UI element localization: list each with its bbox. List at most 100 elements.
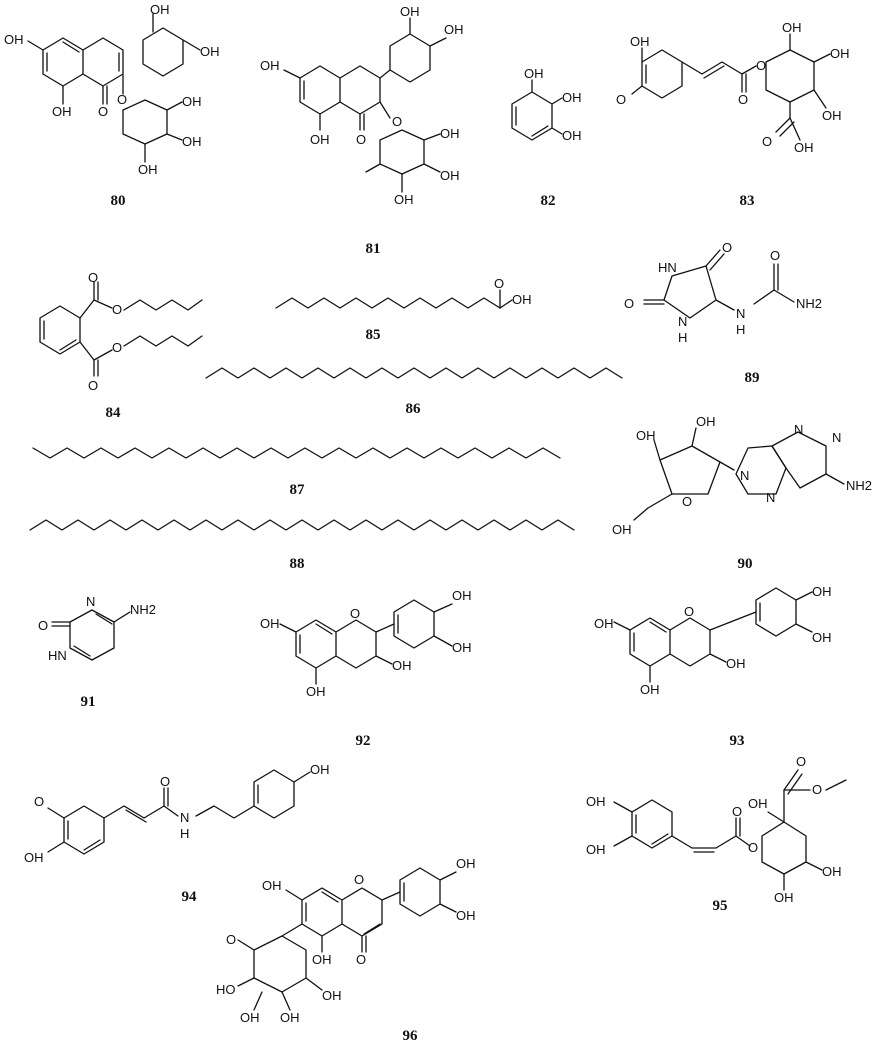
atom-label: HN [48, 648, 67, 663]
structure-90 [633, 427, 845, 521]
atom-label: O [112, 302, 122, 317]
atom-label: OH [640, 682, 660, 697]
atom-label: OH [812, 584, 832, 599]
atom-label: O [112, 340, 122, 355]
structure-85 [275, 297, 501, 309]
atom-label: NH2 [796, 296, 822, 311]
atom-label: OH [312, 952, 332, 967]
atom-label: O [226, 932, 236, 947]
atom-label: HO [216, 982, 236, 997]
compound-id-85: 85 [366, 327, 381, 343]
compound-id-92: 92 [356, 733, 371, 749]
structure-96 [237, 867, 457, 1011]
atom-label: O [812, 782, 822, 797]
atom-label: OH [440, 168, 460, 183]
atom-label: OH [636, 428, 656, 443]
atom-label: O [356, 952, 366, 967]
atom-label: OH [392, 658, 412, 673]
atom-label: OH [262, 878, 282, 893]
structure-82 [511, 79, 563, 141]
atom-label: O [88, 378, 98, 393]
atom-label: OH [280, 1010, 300, 1025]
atom-label: O [624, 296, 634, 311]
atom-label: N [736, 306, 745, 321]
atom-label: N [740, 468, 749, 483]
atom-label: O [722, 240, 732, 255]
atom-label: O [34, 794, 44, 809]
compound-id-96: 96 [403, 1028, 419, 1044]
atom-label: OH [748, 796, 768, 811]
atom-label: OH [260, 58, 280, 73]
atom-label: OH [822, 108, 842, 123]
atom-label: OH [400, 4, 420, 19]
structure-83 [631, 33, 831, 141]
atom-label: OH [150, 2, 170, 17]
compound-id-89: 89 [745, 370, 760, 386]
atom-label: OH [562, 90, 582, 105]
atom-label: O [160, 774, 170, 789]
compound-id-83: 83 [740, 193, 755, 209]
atom-label: OH [260, 616, 280, 631]
atom-label: NH2 [130, 602, 156, 617]
atom-label: OH [444, 22, 464, 37]
atom-label: H [678, 330, 687, 345]
atom-label: O [748, 840, 758, 855]
atom-label: OH [200, 44, 220, 59]
compound-id-95: 95 [713, 898, 728, 914]
atom-label: O [770, 248, 780, 263]
atom-label: O [684, 604, 694, 619]
atom-label: OH [182, 134, 202, 149]
atom-label: OH [512, 292, 532, 307]
atom-label: OH [830, 46, 850, 61]
compound-id-82: 82 [541, 193, 556, 209]
atom-label: O [762, 134, 772, 149]
atom-label: H [180, 826, 189, 841]
compound-id-91: 91 [81, 694, 96, 710]
atom-label: OH [774, 890, 794, 905]
atom-label: OH [726, 656, 746, 671]
atom-label: NH2 [846, 478, 872, 493]
atom-label: O [98, 104, 108, 119]
structure-95 [613, 769, 847, 891]
atom-label: OH [630, 34, 650, 49]
atom-label: O [682, 494, 692, 509]
structure-93 [613, 587, 813, 683]
atom-label: OH [182, 94, 202, 109]
atom-label: N [86, 594, 95, 609]
atom-label: HN [658, 260, 677, 275]
atom-label: OH [52, 104, 72, 119]
atom-label: O [732, 804, 742, 819]
compound-id-88: 88 [290, 556, 305, 572]
atom-label: O [38, 618, 48, 633]
atom-label: N [678, 314, 687, 329]
structure-87 [32, 447, 561, 459]
structure-80 [27, 13, 201, 163]
atom-label: OH [456, 908, 476, 923]
atom-label: N [794, 422, 803, 437]
atom-label: O [117, 92, 127, 107]
compound-id-81: 81 [366, 241, 381, 257]
structure-94 [47, 769, 311, 855]
atom-label: OH [612, 522, 632, 537]
atom-label: O [494, 276, 504, 291]
compound-id-94: 94 [182, 889, 198, 905]
structure-81 [283, 17, 447, 193]
atom-label: O [796, 754, 806, 769]
structure-92 [279, 599, 453, 685]
structure-84 [39, 281, 203, 377]
atom-label: OH [456, 856, 476, 871]
structure-86 [205, 367, 623, 379]
atom-label: O [350, 606, 360, 621]
compound-id-86: 86 [406, 401, 422, 417]
atom-label: OH [24, 850, 44, 865]
atom-label: N [766, 490, 775, 505]
atom-label: OH [452, 588, 472, 603]
compound-id-87: 87 [290, 482, 306, 498]
atom-label: OH [822, 864, 842, 879]
atom-label: OH [310, 132, 330, 147]
atom-label: OH [440, 126, 460, 141]
atom-label: OH [586, 794, 606, 809]
atom-label: OH [394, 192, 414, 207]
atom-label: O [356, 132, 366, 147]
